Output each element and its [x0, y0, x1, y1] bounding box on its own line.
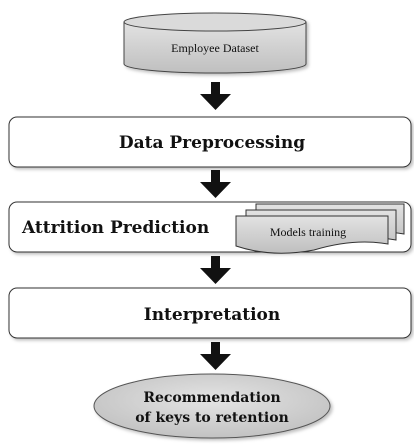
employee-dataset-cylinder [123, 12, 307, 74]
recommendation-ellipse [93, 373, 331, 439]
recommendation-line2: of keys to retention [135, 410, 289, 426]
recommendation-line1: Recommendation [143, 390, 280, 406]
arrow-down-icon [200, 170, 231, 198]
data-preprocessing-label: Data Preprocessing [119, 133, 305, 153]
attrition-prediction-label: Attrition Prediction [21, 218, 209, 238]
cylinder-top [123, 12, 307, 32]
interpretation-label: Interpretation [144, 305, 280, 325]
arrow-down-icon [200, 82, 231, 110]
arrow-down-icon [200, 256, 231, 284]
cylinder-body [123, 22, 307, 74]
arrow-down-icon [200, 342, 231, 370]
dataset-label: Employee Dataset [171, 41, 259, 55]
document-front [235, 215, 389, 254]
data-preprocessing-box [8, 116, 412, 168]
interpretation-box [8, 287, 412, 339]
models-training-label: Models training [270, 225, 346, 239]
models-training-documents [235, 203, 405, 254]
